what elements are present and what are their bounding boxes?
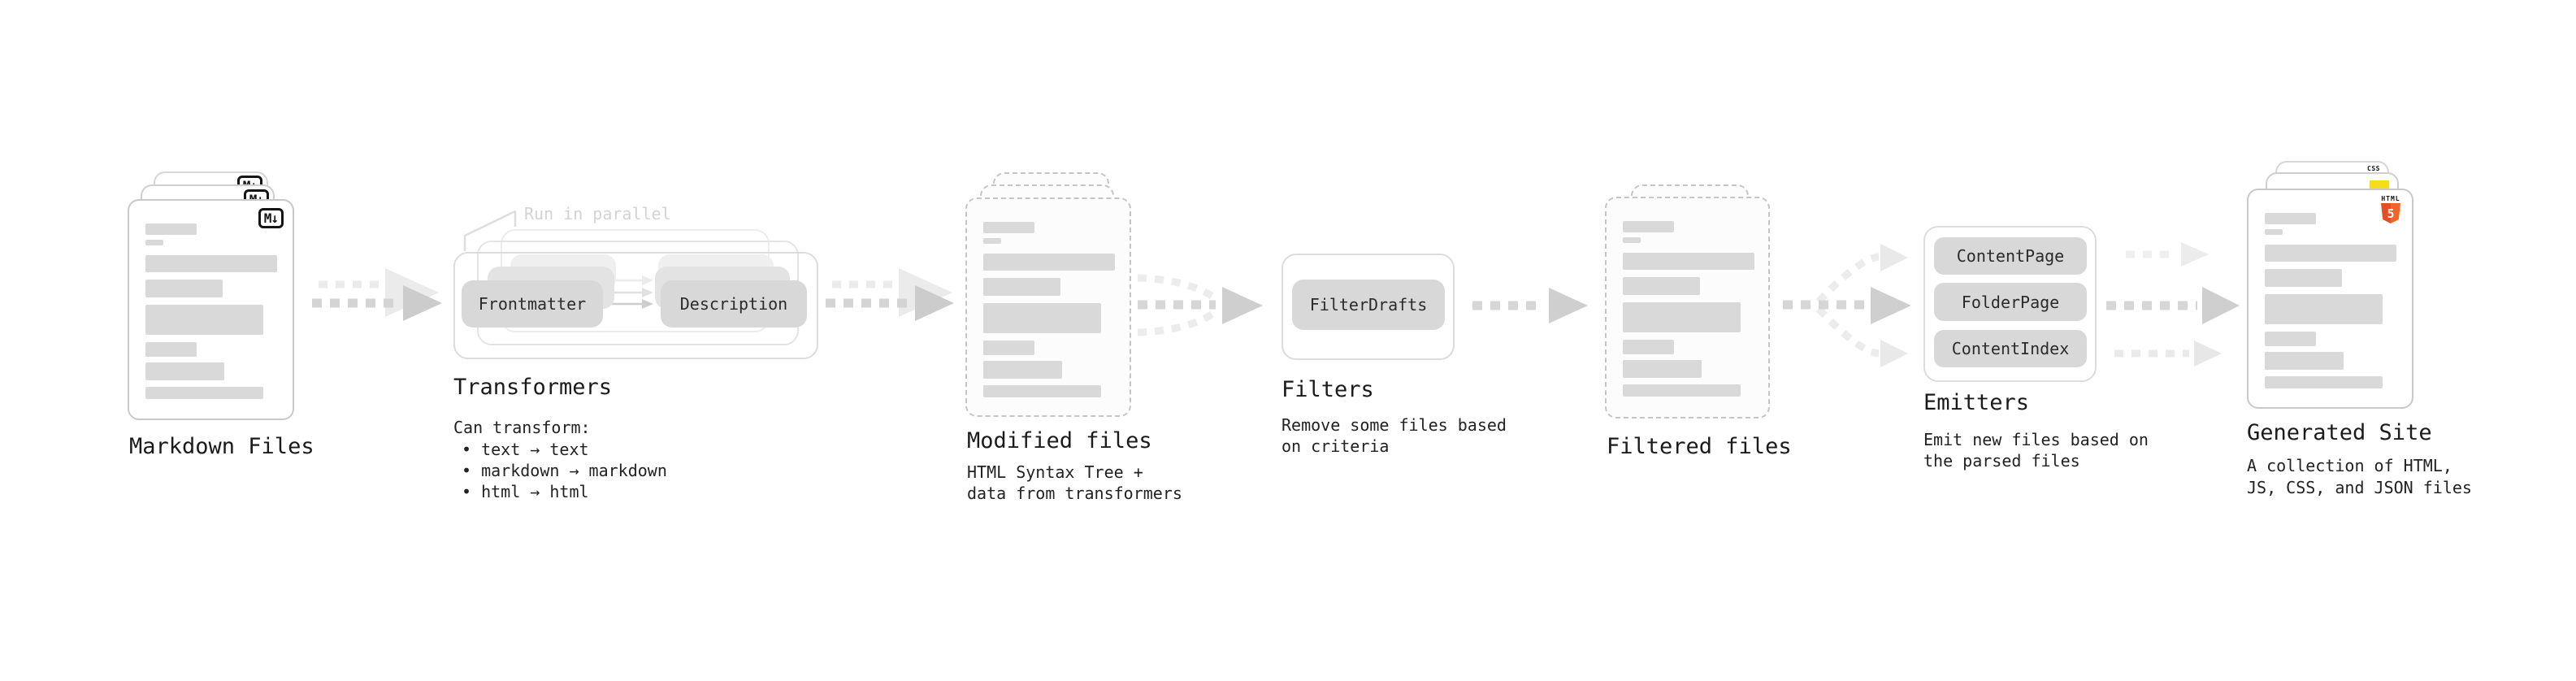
text-line-bar [1623,302,1741,332]
text-line-bar [983,303,1101,333]
text-line-bar [2265,332,2316,346]
filter-pill-filterdrafts: FilterDrafts [1292,280,1445,330]
transformers-bullet: • html → html [462,482,589,501]
transformer-pill-description: Description [661,280,807,327]
filters-box [1281,254,1455,360]
html5-badge-shield: 5 [2381,203,2400,223]
generated-site-label: Generated Site [2247,420,2432,445]
emitters-description: the parsed files [1923,451,2080,471]
text-line-bar [145,280,223,297]
flow-arrow-filters-to-filtered [1472,288,1588,323]
document-text-placeholder [2265,213,2396,388]
text-line-bar [1623,384,1741,397]
html5-badge-word: HTML [2381,195,2400,202]
text-line-bar [983,385,1101,397]
flow-arrow-markdown-to-transformers [312,268,442,321]
run-in-parallel-callout-line [463,210,517,251]
text-line-bar [145,255,277,272]
text-line-bar [145,387,263,399]
transformers-label: Transformers [453,375,613,400]
text-line-bar [145,223,197,235]
emitter-pill-contentindex: ContentIndex [1934,330,2087,367]
css-badge-label: CSS [2367,165,2380,172]
text-line-bar [2265,269,2342,287]
modified-files-description: data from transformers [967,484,1182,503]
transformers-bullet: • markdown → markdown [462,461,667,480]
text-line-bar [983,340,1034,355]
emitter-pill-contentpage: ContentPage [1934,237,2087,275]
emitters-label: Emitters [1923,390,2030,415]
markdown-file-card-front: M↓ [128,199,294,420]
text-line-bar [983,238,1001,244]
text-line-bar [1623,253,1754,270]
transformers-bullet: • text → text [462,440,589,459]
modified-files-description: HTML Syntax Tree + [967,462,1143,482]
html5-badge-digit: 5 [2387,206,2395,221]
text-line-bar [1623,340,1674,354]
modified-file-card-front [965,197,1131,417]
generated-site-description: JS, CSS, and JSON files [2247,478,2472,497]
js-file-icon [2370,180,2389,191]
generated-file-card-front: HTML 5 [2247,189,2413,409]
text-line-bar [2265,294,2383,324]
transformers-intro: Can transform: [453,418,591,437]
filtered-file-card-front [1605,197,1770,419]
filtered-files-label: Filtered files [1607,434,1792,459]
transformer-box-front [453,252,818,359]
emitters-description: Emit new files based on [1923,430,2149,449]
filters-label: Filters [1281,377,1374,402]
markdown-icon: M↓ [258,208,284,228]
text-line-bar [983,278,1060,296]
text-line-bar [1623,237,1641,243]
transformer-pill-arrows [609,275,653,309]
document-text-placeholder [983,222,1115,397]
text-line-bar [983,361,1062,379]
generated-site-description: A collection of HTML, [2247,456,2452,475]
text-line-bar [145,362,224,380]
text-line-bar [145,240,163,245]
filters-description: Remove some files based [1281,415,1507,435]
flow-arrow-emitters-to-generated [2106,242,2240,367]
markdown-files-label: Markdown Files [129,434,314,459]
text-line-bar [1623,221,1674,232]
document-text-placeholder [1623,221,1754,397]
text-line-bar [1623,360,1702,378]
flow-arrow-modified-to-filters [1137,274,1263,336]
text-line-bar [145,342,197,357]
text-line-bar [145,305,263,335]
transformer-pill-frontmatter: Frontmatter [462,280,603,327]
text-line-bar [983,254,1115,271]
text-line-bar [1623,277,1700,295]
text-line-bar [2265,376,2383,388]
run-in-parallel-note: Run in parallel [524,204,671,223]
text-line-bar [2265,213,2316,224]
html5-file-icon: HTML 5 [2380,195,2401,223]
modified-files-label: Modified files [967,428,1152,453]
text-line-bar [983,222,1034,233]
flow-arrow-transformers-to-modified [826,268,954,321]
text-line-bar [2265,229,2283,235]
filters-description: on criteria [1281,436,1390,456]
document-text-placeholder [145,223,277,399]
emitters-box [1923,226,2097,382]
text-line-bar [2265,352,2344,370]
flow-arrow-filtered-to-emitters [1783,244,1911,367]
emitter-pill-folderpage: FolderPage [1934,283,2087,321]
text-line-bar [2265,245,2396,262]
